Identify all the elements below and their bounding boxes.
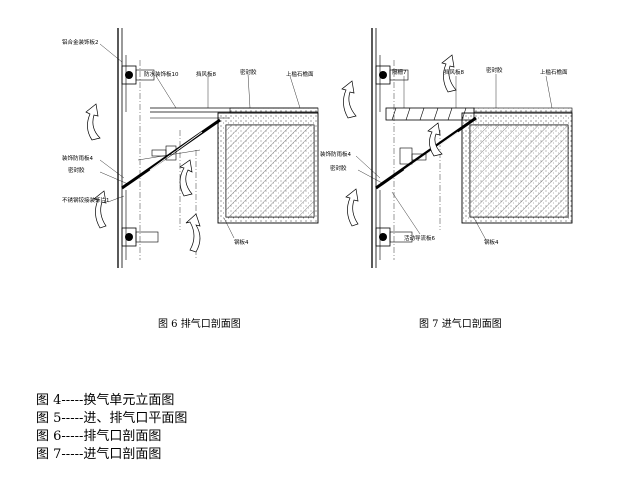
legend-item-fig5: 图 5-----进、排气口平面图 xyxy=(36,411,188,426)
figure-7-caption: 图 7 进气口剖面图 xyxy=(419,319,502,330)
fig7-label-f: 密封胶 xyxy=(330,164,347,172)
fig6-label-d: 上槛石檐面 xyxy=(286,70,314,78)
legend-item-fig4: 图 4-----换气单元立面图 xyxy=(36,393,175,408)
fig6-label-h: 钢板4 xyxy=(234,238,249,246)
fig7-label-b: 挡风板8 xyxy=(444,68,465,76)
figure-6-caption: 图 6 排气口剖面图 xyxy=(158,319,241,330)
section-drawings: 铝合金装饰板2 防水装饰板10 挡风板8 密封胶 上槛石檐面 装饰防雨板4 密封… xyxy=(62,28,573,268)
fig7-label-c: 密封胶 xyxy=(486,66,503,74)
fig7-label-a: 隔栅7 xyxy=(392,68,407,76)
fig7-label-h: 钢板4 xyxy=(484,238,499,246)
legend-item-fig6: 图 6-----排气口剖面图 xyxy=(36,429,162,444)
fig6-label-g: 不锈钢铰接装饰片1 xyxy=(62,196,110,204)
fig6-label-b: 挡风板8 xyxy=(196,70,217,78)
fig6-label-f: 密封胶 xyxy=(68,166,85,174)
figure-legend: 图 4-----换气单元立面图 图 5-----进、排气口平面图 图 6----… xyxy=(36,392,187,464)
legend-item-fig7: 图 7-----进气口剖面图 xyxy=(36,447,162,462)
figure-7-drawing: 隔栅7 挡风板8 密封胶 上槛石檐面 装饰防雨板4 密封胶 活动导流板6 钢板4 xyxy=(320,28,573,268)
fig7-label-d: 上槛石檐面 xyxy=(540,68,568,76)
fig6-label-a: 防水装饰板10 xyxy=(144,70,179,78)
fig6-label-c: 密封胶 xyxy=(240,68,257,76)
figure-6-drawing: 铝合金装饰板2 防水装饰板10 挡风板8 密封胶 上槛石檐面 装饰防雨板4 密封… xyxy=(62,28,319,268)
fig6-label-top-left: 铝合金装饰板2 xyxy=(62,38,99,46)
fig6-label-e: 装饰防雨板4 xyxy=(62,154,94,162)
fig7-label-e: 装饰防雨板4 xyxy=(320,150,352,158)
fig7-label-g: 活动导流板6 xyxy=(404,234,436,242)
